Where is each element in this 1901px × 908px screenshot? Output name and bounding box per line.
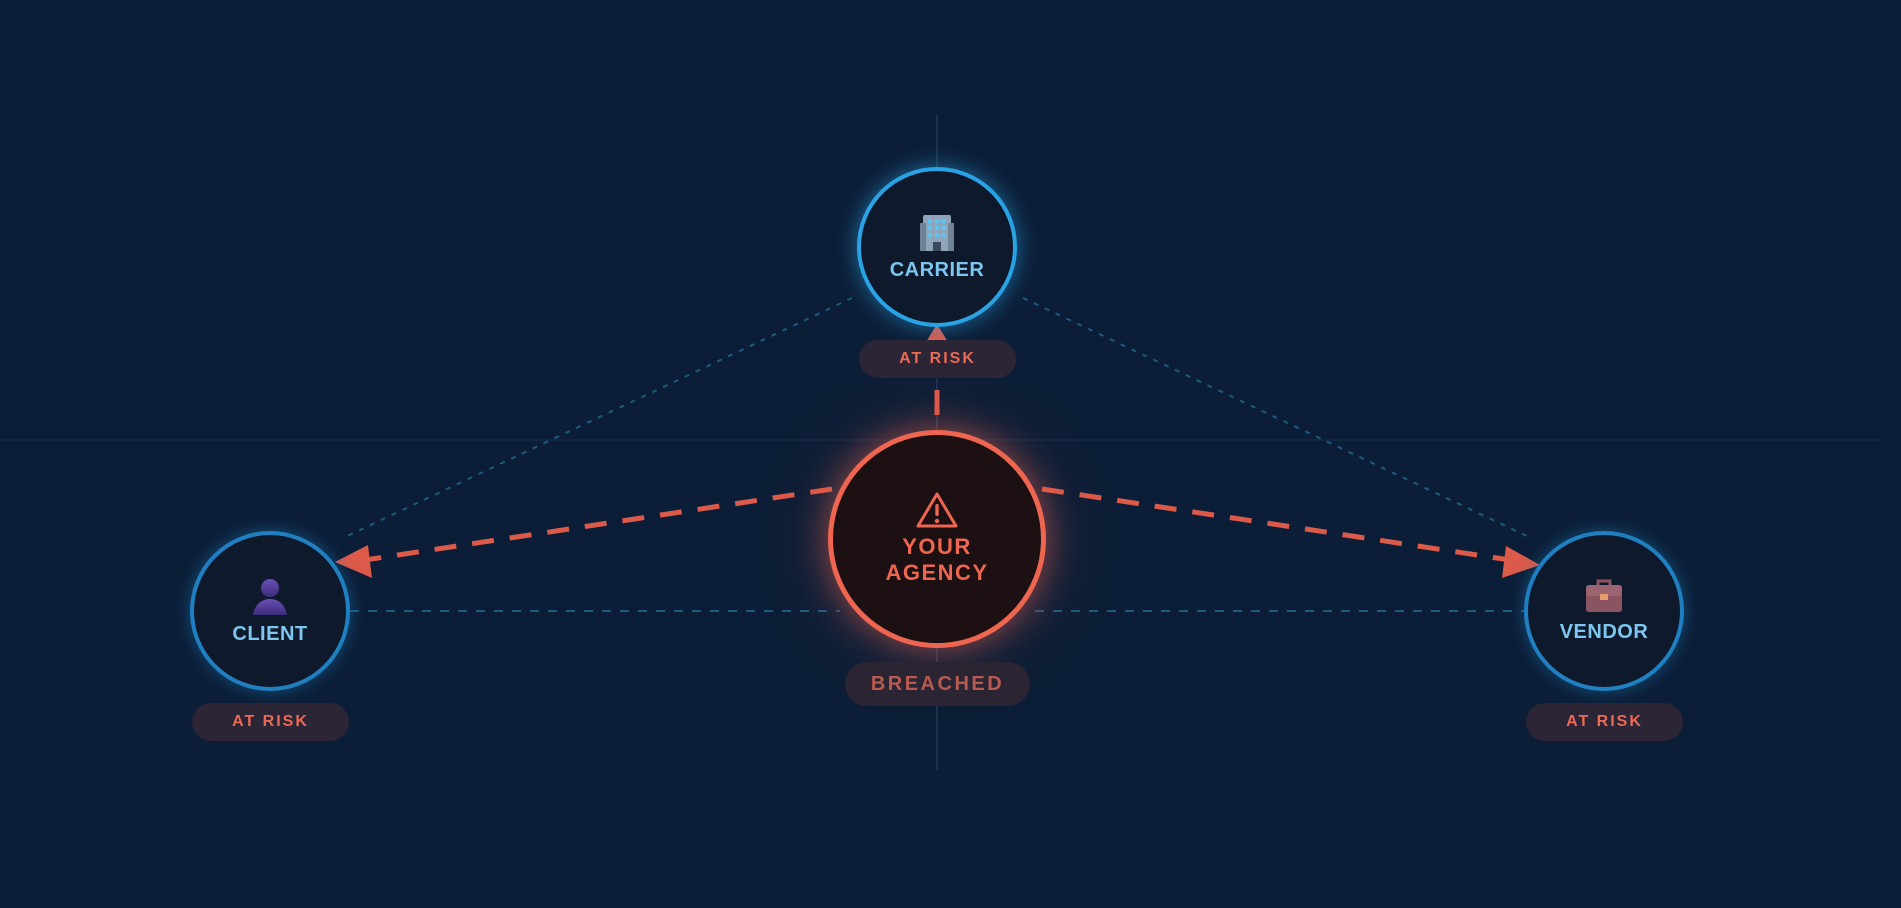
agency-status-badge: BREACHED [845,662,1030,706]
breach-arrowhead-client [335,545,372,578]
breach-arrowhead-vendor [1502,546,1540,578]
breach-arrow-to-client [364,486,833,563]
breach-arrow-to-vendor [1041,486,1511,563]
carrier-node[interactable]: CARRIER [857,167,1017,327]
briefcase-icon [1586,579,1622,612]
vendor-status-badge: AT RISK [1526,703,1683,741]
client-status-badge: AT RISK [192,703,349,741]
office-building-icon [920,214,954,251]
client-label: CLIENT [232,622,308,645]
agency-node[interactable]: YOUR AGENCY [828,430,1046,648]
person-icon [253,578,287,615]
vendor-node[interactable]: VENDOR [1524,531,1684,691]
warning-icon [916,492,958,528]
link-carrier-client [342,297,853,539]
carrier-status-badge: AT RISK [859,340,1016,378]
agency-label: YOUR AGENCY [857,534,1017,586]
client-node[interactable]: CLIENT [190,531,350,691]
vendor-label: VENDOR [1559,620,1649,643]
agency-label-line1: YOUR [902,534,972,559]
link-carrier-vendor [1022,297,1532,539]
agency-label-line2: AGENCY [885,560,989,585]
carrier-label: CARRIER [889,258,985,281]
